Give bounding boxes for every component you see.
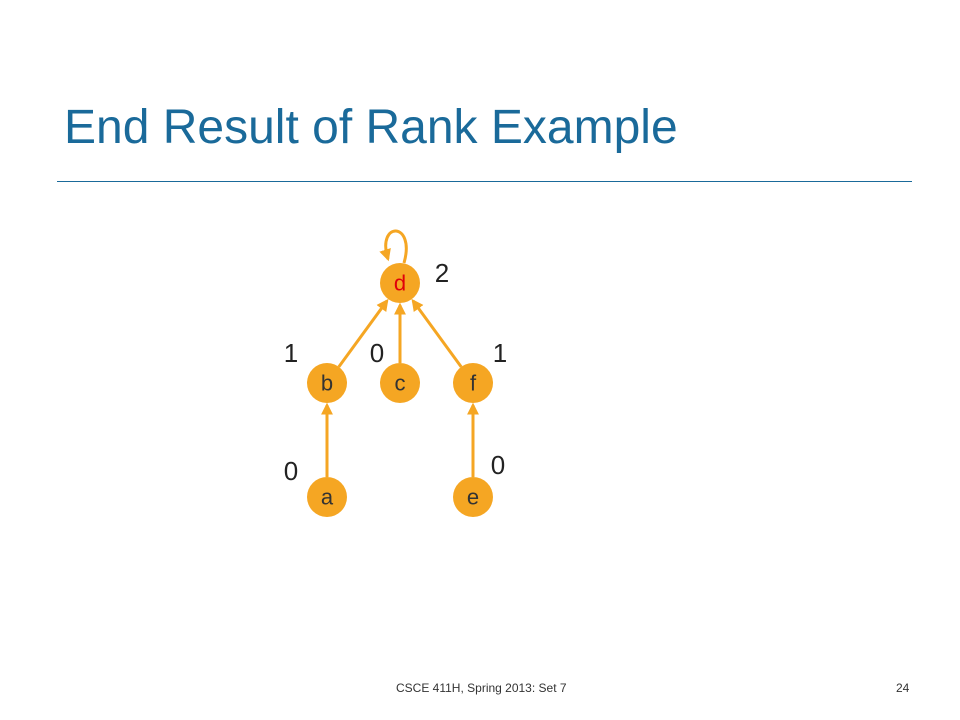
node-e: e <box>453 477 493 517</box>
node-label-f: f <box>470 371 477 396</box>
node-label-b: b <box>321 371 333 396</box>
edges-layer <box>321 229 479 477</box>
node-label-e: e <box>467 485 479 510</box>
nodes-layer: d b c f a e <box>307 263 493 517</box>
page-number: 24 <box>896 681 910 695</box>
node-b: b <box>307 363 347 403</box>
node-circle-b <box>307 363 347 403</box>
node-f: f <box>453 363 493 403</box>
rank-label-d: 2 <box>435 258 449 288</box>
node-d: d <box>380 263 420 303</box>
node-label-a: a <box>321 485 334 510</box>
node-circle-d <box>380 263 420 303</box>
node-c: c <box>380 363 420 403</box>
node-circle-c <box>380 363 420 403</box>
node-circle-f <box>453 363 493 403</box>
rank-labels-layer: 2 1 0 1 0 0 <box>284 258 507 486</box>
node-a: a <box>307 477 347 517</box>
title-divider <box>57 181 912 182</box>
rank-label-f: 1 <box>493 338 507 368</box>
node-circle-a <box>307 477 347 517</box>
node-label-d: d <box>394 271 406 296</box>
rank-label-e: 0 <box>491 450 505 480</box>
node-label-c: c <box>395 371 406 396</box>
edge-b-to-d <box>337 298 389 368</box>
self-loop-edge-d <box>379 229 408 264</box>
rank-label-a: 0 <box>284 456 298 486</box>
node-circle-e <box>453 477 493 517</box>
footer-course-info: CSCE 411H, Spring 2013: Set 7 <box>396 681 567 695</box>
rank-label-b: 1 <box>284 338 298 368</box>
edge-f-to-d <box>411 298 463 368</box>
slide-title: End Result of Rank Example <box>64 101 678 154</box>
rank-label-c: 0 <box>370 338 384 368</box>
